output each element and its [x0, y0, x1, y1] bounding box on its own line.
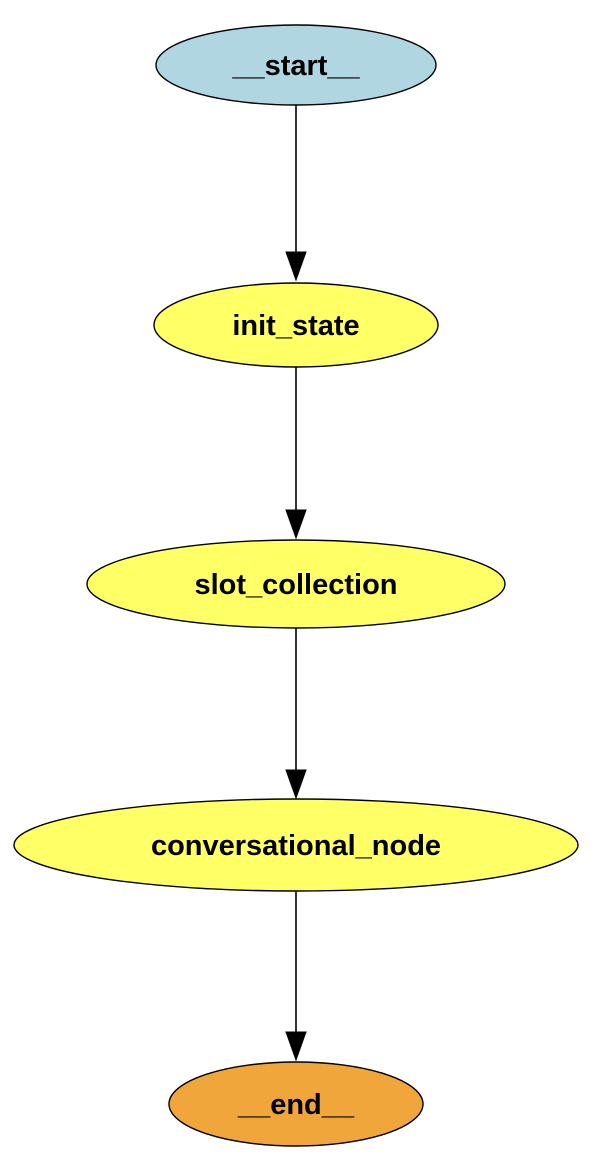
- node-ellipse: [86, 539, 506, 629]
- node-label: slot_collection: [194, 569, 397, 601]
- node-conversational-node[interactable]: conversational_node: [13, 798, 579, 892]
- node-init-state[interactable]: init_state: [153, 282, 439, 368]
- node-label: __end__: [237, 1089, 355, 1121]
- node-ellipse: [153, 282, 439, 368]
- node-label: init_state: [232, 310, 359, 342]
- edge-slot-collection-to-conversational-node: [285, 627, 307, 800]
- node-slot-collection[interactable]: slot_collection: [86, 539, 506, 629]
- arrowhead-icon: [285, 1031, 307, 1062]
- arrowhead-icon: [285, 769, 307, 800]
- node-label: __start__: [231, 50, 360, 82]
- node-ellipse: [155, 24, 437, 106]
- node-start[interactable]: __start__: [155, 24, 437, 106]
- arrowhead-icon: [285, 509, 307, 540]
- node-label: conversational_node: [151, 830, 441, 862]
- node-end[interactable]: __end__: [168, 1061, 424, 1147]
- node-ellipse: [13, 798, 579, 892]
- edge-conversational-node-to-end: [285, 890, 307, 1062]
- node-ellipse: [168, 1061, 424, 1147]
- edge-start-to-init-state: [285, 104, 307, 282]
- edge-init-state-to-slot-collection: [285, 366, 307, 540]
- arrowhead-icon: [285, 251, 307, 282]
